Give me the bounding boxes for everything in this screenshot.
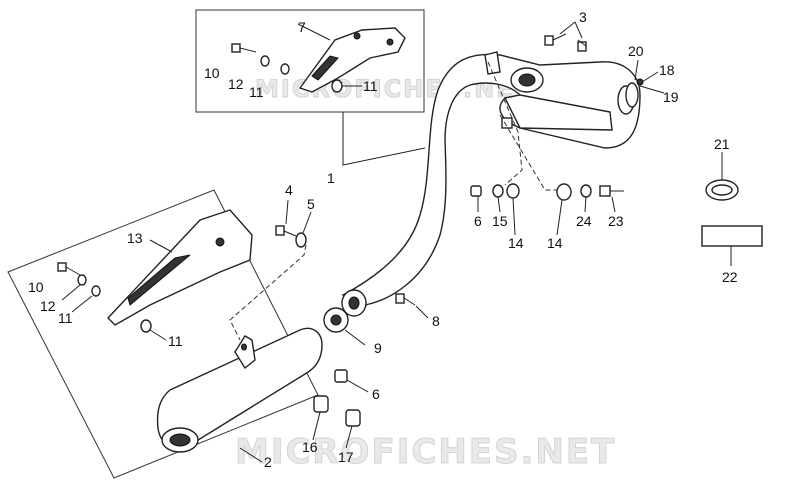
callout-4: 4 — [285, 182, 293, 198]
callout-9: 9 — [374, 340, 382, 356]
inset-box-left — [7, 189, 319, 479]
spacer-16 — [313, 395, 329, 413]
callout-11-top-b: 11 — [363, 78, 378, 94]
washer-11-top-a — [280, 63, 290, 75]
callout-16: 16 — [302, 439, 318, 455]
callout-18: 18 — [659, 62, 675, 78]
leader-17 — [345, 425, 353, 449]
leader-23 — [611, 196, 616, 213]
callout-10-left: 10 — [28, 279, 44, 295]
callout-15: 15 — [492, 213, 508, 229]
nut-6-bottom — [334, 369, 348, 383]
heat-shield-13 — [107, 209, 253, 326]
callout-19: 19 — [663, 89, 679, 105]
leader-5 — [302, 211, 312, 234]
callout-11-left-a: 11 — [58, 310, 73, 326]
bolt-4 — [275, 199, 297, 237]
callout-13: 13 — [127, 230, 143, 246]
screw-10-left — [57, 262, 81, 276]
callout-8: 8 — [432, 313, 440, 329]
leader-24 — [584, 196, 587, 213]
gasket-9-hole — [330, 314, 342, 326]
leader-15 — [497, 196, 501, 213]
callout-21: 21 — [714, 136, 730, 152]
washer-12-top — [260, 55, 270, 67]
callout-11-top-a: 11 — [249, 84, 264, 100]
washer-5 — [295, 232, 307, 248]
clamp-21 — [705, 152, 739, 201]
callout-20: 20 — [628, 43, 644, 59]
callout-3: 3 — [579, 9, 587, 25]
screw-10-top — [231, 43, 257, 53]
callout-1: 1 — [327, 170, 335, 186]
leader-11-left-b — [149, 329, 167, 341]
spacer-17 — [345, 409, 361, 427]
callout-17: 17 — [338, 449, 354, 465]
callout-12-left: 12 — [40, 298, 56, 314]
screws-3 — [544, 21, 587, 52]
callout-2: 2 — [264, 454, 272, 470]
washer-15 — [492, 184, 504, 198]
leader-6-bottom — [346, 379, 369, 393]
exhaust-flange-hole — [348, 296, 360, 310]
washer-24 — [580, 184, 592, 198]
spacer-14-a — [506, 183, 520, 199]
leader-14-b — [556, 199, 563, 236]
callout-14-a: 14 — [508, 235, 524, 251]
callout-5: 5 — [307, 196, 315, 212]
leader-inset-top — [342, 112, 426, 166]
callout-23: 23 — [608, 213, 624, 229]
washer-11-top-b — [331, 79, 343, 93]
leader-7 — [297, 23, 331, 41]
callout-14-b: 14 — [547, 235, 563, 251]
grommet-14-b — [556, 183, 572, 201]
muffler-2 — [156, 327, 323, 463]
washer-11-left-b — [140, 319, 152, 333]
inset-box-top — [195, 9, 425, 113]
heat-shield-top — [298, 27, 406, 93]
callout-6-right: 6 — [474, 213, 482, 229]
label-plate-22 — [701, 225, 763, 247]
callout-22: 22 — [722, 269, 738, 285]
leader-9 — [344, 329, 366, 346]
exhaust-header-pipe — [341, 51, 641, 306]
callout-12-top: 12 — [228, 76, 244, 92]
washer-11-left-a — [91, 285, 101, 297]
bolt-23 — [599, 185, 624, 197]
clamp-18-19-20 — [625, 59, 665, 108]
nut-6-right — [470, 185, 482, 197]
bolt-8 — [395, 293, 429, 319]
leader-14-a — [512, 197, 516, 236]
watermark-bottom: MICROFICHES.NET — [235, 432, 616, 472]
callout-7: 7 — [298, 19, 306, 35]
callout-6-bottom: 6 — [372, 386, 380, 402]
leader-11-left-a — [71, 295, 93, 313]
dash-muffler — [229, 244, 307, 341]
callout-10-top: 10 — [204, 65, 220, 81]
leader-16 — [312, 411, 321, 441]
callout-11-left-b: 11 — [168, 333, 183, 349]
washer-12-left — [77, 274, 87, 286]
callout-24: 24 — [576, 213, 592, 229]
leader-12-left — [61, 284, 81, 301]
